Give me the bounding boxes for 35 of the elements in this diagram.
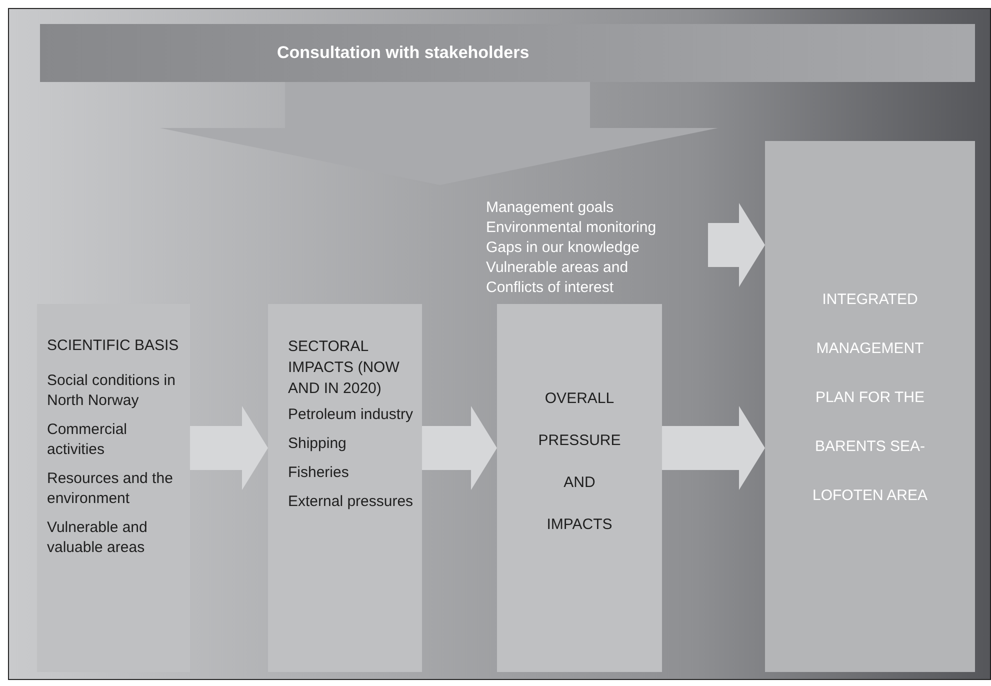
- list-item: Environmental monitoring: [486, 218, 658, 238]
- box-heading: SCIENTIFIC BASIS: [47, 336, 180, 356]
- plan-text: PLAN FOR THE: [816, 389, 924, 407]
- plan-text: MANAGEMENT: [816, 340, 924, 358]
- list-item: Vulnerable areas and: [486, 258, 630, 278]
- block-arrow: [708, 203, 765, 287]
- box-heading: SECTORAL IMPACTS (NOW AND IN 2020): [288, 337, 400, 399]
- list-item: External pressures: [288, 492, 414, 512]
- plan-text: LOFOTEN AREA: [812, 487, 928, 505]
- list-item: Fisheries: [288, 463, 350, 483]
- result-box: [765, 141, 975, 672]
- box-text: OVERALL: [544, 390, 614, 408]
- box-text: AND: [564, 474, 596, 492]
- list-item: Gaps in our knowledge: [486, 238, 640, 258]
- list-item: Management goals: [486, 198, 615, 218]
- list-item: Vulnerable and valuable areas: [47, 518, 148, 558]
- block-arrow: [662, 406, 765, 490]
- block-arrow: [190, 406, 268, 490]
- list-item: Commercial activities: [47, 420, 128, 460]
- box-text: PRESSURE: [538, 432, 621, 450]
- band-title: Consultation with stakeholders: [277, 42, 530, 64]
- list-item: Shipping: [288, 434, 348, 454]
- process-box: [497, 304, 662, 672]
- banner-box: [40, 24, 975, 82]
- block-arrow: [160, 82, 718, 185]
- list-item: Resources and the environment: [47, 469, 174, 509]
- process-box: [37, 304, 190, 672]
- plan-text: BARENTS SEA-: [814, 438, 926, 456]
- plan-text: INTEGRATED: [822, 291, 918, 309]
- list-item: Conflicts of interest: [486, 278, 615, 298]
- process-box: [268, 304, 422, 672]
- list-item: Social conditions in North Norway: [47, 371, 176, 411]
- block-arrow: [422, 406, 497, 490]
- box-text: IMPACTS: [546, 516, 612, 534]
- list-item: Petroleum industry: [288, 405, 414, 425]
